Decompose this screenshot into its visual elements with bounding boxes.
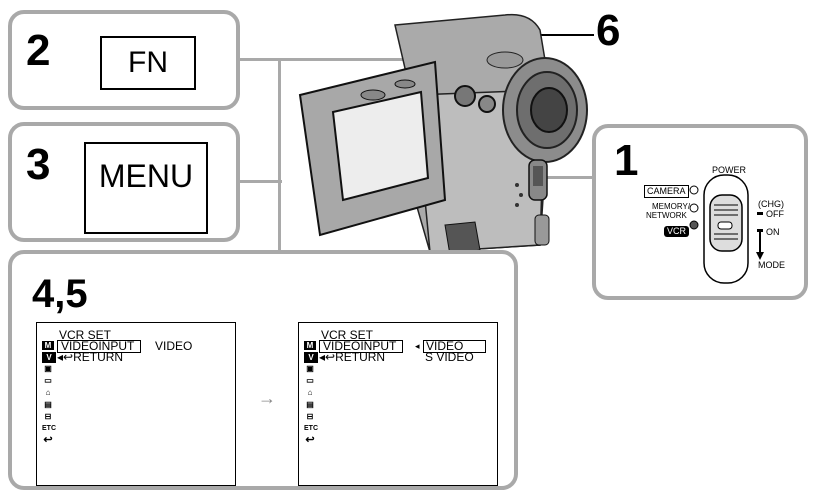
transition-arrow: → xyxy=(258,392,276,404)
memory-icon: ▭ xyxy=(304,376,316,385)
menu-button[interactable]: MENU xyxy=(84,142,208,234)
connector-vertical xyxy=(278,58,281,263)
step-45-panel: 4,5 VCR SET VIDEOINPUT VIDEO ◂↩RETURN M … xyxy=(8,250,518,490)
lcd-icon: ▣ xyxy=(42,364,54,373)
menu-value-video: VIDEO xyxy=(155,340,192,352)
on-label: ON xyxy=(766,228,780,237)
menu-screen-after: VCR SET VIDEOINPUT ◂ VIDEO S VIDEO ◂↩RET… xyxy=(298,322,498,486)
menu-screen-before: VCR SET VIDEOINPUT VIDEO ◂↩RETURN M V ▣ … xyxy=(36,322,236,486)
memory-icon: ▭ xyxy=(42,376,54,385)
option-s-video[interactable]: S VIDEO xyxy=(425,351,474,363)
menu-button-label: MENU xyxy=(99,158,193,195)
step-2-panel: 2 FN xyxy=(8,10,240,110)
network-icon: ⊟ xyxy=(304,412,316,421)
chg-label: (CHG) xyxy=(758,200,784,209)
camera-menu-icon: M xyxy=(42,341,54,350)
menu-return[interactable]: ◂↩RETURN xyxy=(57,351,123,363)
return-arrow-icon: ◂↩ xyxy=(57,350,73,364)
mode-label: MODE xyxy=(758,261,785,270)
return-icon: ↩ xyxy=(42,436,54,445)
step-6-number: 6 xyxy=(596,6,620,56)
return-label: RETURN xyxy=(73,350,123,364)
power-dial[interactable] xyxy=(686,170,756,290)
off-label: OFF xyxy=(766,210,784,219)
step-45-number: 4,5 xyxy=(32,272,88,317)
setup-icon: ▤ xyxy=(304,400,316,409)
return-icon: ↩ xyxy=(304,436,316,445)
step-3-number: 3 xyxy=(26,140,50,190)
vcr-menu-icon: V xyxy=(42,352,56,363)
fn-button[interactable]: FN xyxy=(100,36,196,90)
camera-label: CAMERA xyxy=(644,185,689,198)
mode-arrow-icon xyxy=(756,212,766,262)
network-icon: ⊟ xyxy=(42,412,54,421)
camera-menu-icon: M xyxy=(304,341,316,350)
vcr-menu-icon: V xyxy=(304,352,318,363)
step-2-number: 2 xyxy=(26,26,50,76)
step-3-panel: 3 MENU xyxy=(8,122,240,242)
setup-icon: ▤ xyxy=(42,400,54,409)
tape-icon: ⌂ xyxy=(304,388,316,397)
return-label: RETURN xyxy=(335,350,385,364)
connector-menu xyxy=(238,180,282,183)
selection-arrow-icon: ◂ xyxy=(415,340,420,352)
step-1-number: 1 xyxy=(614,136,638,186)
camcorder-illustration xyxy=(295,0,595,265)
step-1-panel: 1 POWER CAMERA MEMORY/ NETWORK VCR (CHG)… xyxy=(592,124,808,300)
etc-icon: ETC xyxy=(42,424,54,433)
memory-label: MEMORY/ xyxy=(652,202,690,211)
tape-icon: ⌂ xyxy=(42,388,54,397)
etc-icon: ETC xyxy=(304,424,316,433)
lcd-icon: ▣ xyxy=(304,364,316,373)
menu-return[interactable]: ◂↩RETURN xyxy=(319,351,385,363)
return-arrow-icon: ◂↩ xyxy=(319,350,335,364)
network-label: NETWORK xyxy=(646,211,687,220)
